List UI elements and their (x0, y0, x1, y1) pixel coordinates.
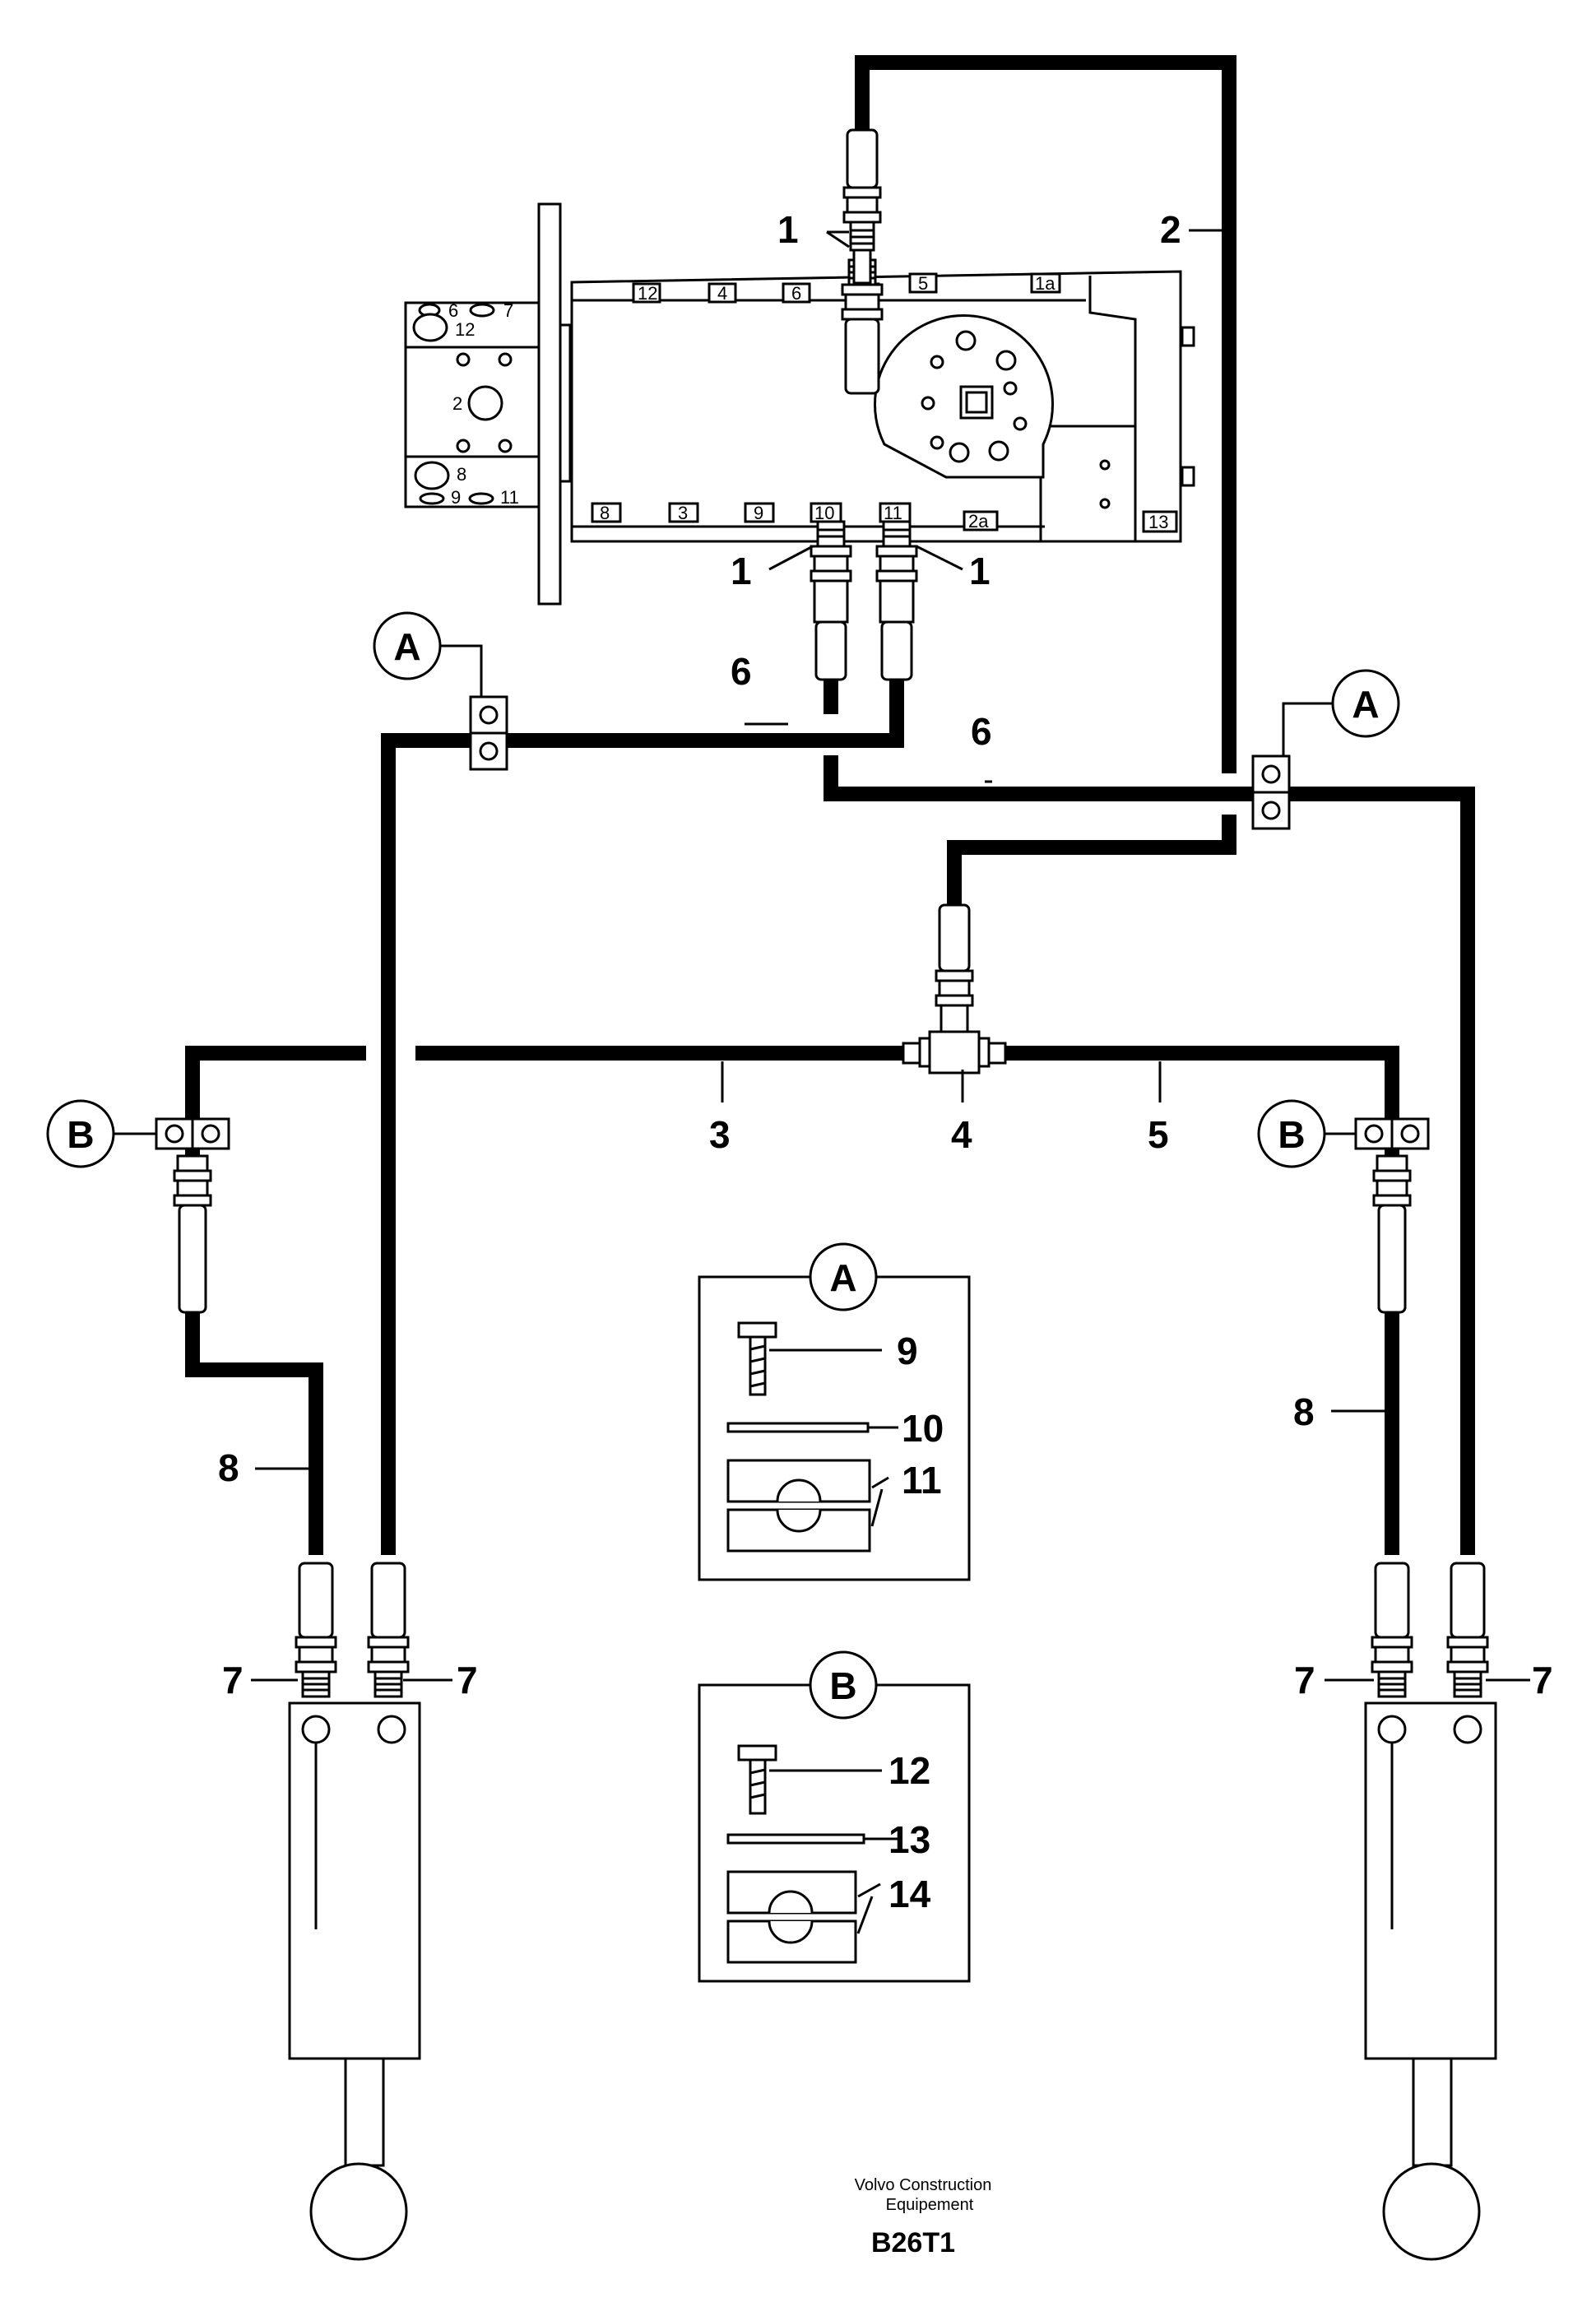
label-1-left: 1 (731, 550, 752, 592)
valve-face-label-2: 2 (452, 393, 462, 414)
hose-6-left (381, 675, 904, 1555)
port-label-11: 11 (884, 503, 902, 523)
label-14: 14 (888, 1873, 931, 1915)
fitting-cylinder-right-b (1446, 1562, 1489, 1698)
label-9: 9 (897, 1330, 918, 1372)
port-label-10: 10 (814, 503, 834, 523)
valve-face-label-8: 8 (457, 464, 466, 485)
control-valve: 6 7 12 2 8 9 11 12 4 6 (404, 202, 1195, 606)
footer-brand-line-2: Equipement (886, 2196, 974, 2214)
svg-text:A: A (829, 1256, 856, 1299)
cylinder-left (288, 1701, 421, 2261)
valve-face-label-7: 7 (503, 300, 513, 321)
label-1-top: 1 (777, 208, 799, 251)
fitting-port-11 (875, 520, 918, 681)
label-11: 11 (902, 1459, 942, 1502)
fitting-port-10 (810, 520, 852, 681)
callout-a-left: A (373, 611, 483, 698)
label-7-left-a: 7 (222, 1659, 244, 1701)
label-7-right-a: 7 (1294, 1659, 1315, 1701)
label-7-left-b: 7 (457, 1659, 478, 1701)
fitting-cylinder-right-a (1371, 1562, 1413, 1698)
label-8-left: 8 (218, 1446, 239, 1489)
svg-text:B: B (829, 1664, 856, 1707)
callout-b-right: B (1257, 1099, 1356, 1168)
port-label-12: 12 (638, 283, 657, 304)
label-1-right: 1 (969, 550, 991, 592)
hose-6-right (824, 755, 1475, 1555)
svg-text:B: B (67, 1113, 94, 1156)
tee-fitting (902, 903, 1007, 1075)
port-label-8: 8 (600, 503, 610, 523)
fitting-top-port-7-group (842, 128, 882, 285)
valve-face-label-9: 9 (451, 487, 461, 508)
port-label-5: 5 (918, 273, 928, 294)
hose-3-left (185, 1046, 366, 1177)
fitting-right-upper (1372, 1154, 1412, 1314)
port-label-6: 6 (791, 283, 801, 304)
valve-face-label-11: 11 (500, 487, 519, 508)
footer-brand-line-1: Volvo Construction (855, 2176, 992, 2194)
valve-face-label-12: 12 (455, 319, 475, 340)
port-label-2a: 2a (968, 511, 989, 531)
label-10: 10 (902, 1407, 944, 1450)
port-label-4: 4 (717, 283, 727, 304)
clamp-b-right (1354, 1117, 1430, 1150)
label-5: 5 (1148, 1113, 1169, 1156)
fitting-cylinder-left-b (367, 1562, 410, 1698)
figure-code: B26T1 (871, 2227, 955, 2258)
hose-5 (997, 1046, 1399, 1197)
hose-8-left (185, 1308, 323, 1555)
port-label-3: 3 (678, 503, 688, 523)
label-13: 13 (888, 1818, 930, 1861)
svg-text:B: B (1278, 1113, 1305, 1156)
clamp-a-left (469, 695, 508, 771)
detail-box-a: A (698, 1242, 971, 1581)
callout-b-left: B (46, 1099, 156, 1168)
hose-2-top (855, 55, 1236, 773)
svg-text:A: A (393, 625, 420, 668)
svg-text:A: A (1352, 683, 1379, 726)
label-4: 4 (951, 1113, 972, 1156)
callout-a-right: A (1282, 669, 1400, 757)
fitting-cylinder-left-a (295, 1562, 337, 1698)
clamp-a-right (1251, 754, 1291, 830)
hose-2-lower (947, 815, 1236, 913)
port-label-1a: 1a (1035, 273, 1055, 294)
label-7-right-b: 7 (1532, 1659, 1553, 1701)
label-2: 2 (1160, 208, 1181, 251)
cylinder-right (1364, 1701, 1497, 2261)
label-6-right: 6 (971, 710, 992, 753)
detail-box-b: B (698, 1650, 971, 1983)
label-3: 3 (709, 1113, 731, 1156)
valve-face-label-6: 6 (448, 300, 458, 321)
fitting-left-upper (173, 1154, 212, 1314)
port-label-9: 9 (754, 503, 763, 523)
label-6-left: 6 (731, 650, 752, 693)
label-8-right: 8 (1293, 1390, 1315, 1433)
port-label-13: 13 (1148, 512, 1168, 532)
clamp-b-left (155, 1117, 230, 1150)
label-12: 12 (888, 1749, 930, 1792)
